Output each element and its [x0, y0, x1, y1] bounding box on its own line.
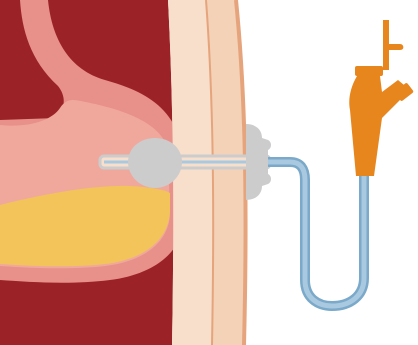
external-bolster [246, 124, 271, 200]
external-tube [268, 162, 364, 306]
cap-tether [383, 20, 403, 70]
external-tube-lumen [268, 162, 364, 306]
feeding-port [355, 66, 383, 76]
